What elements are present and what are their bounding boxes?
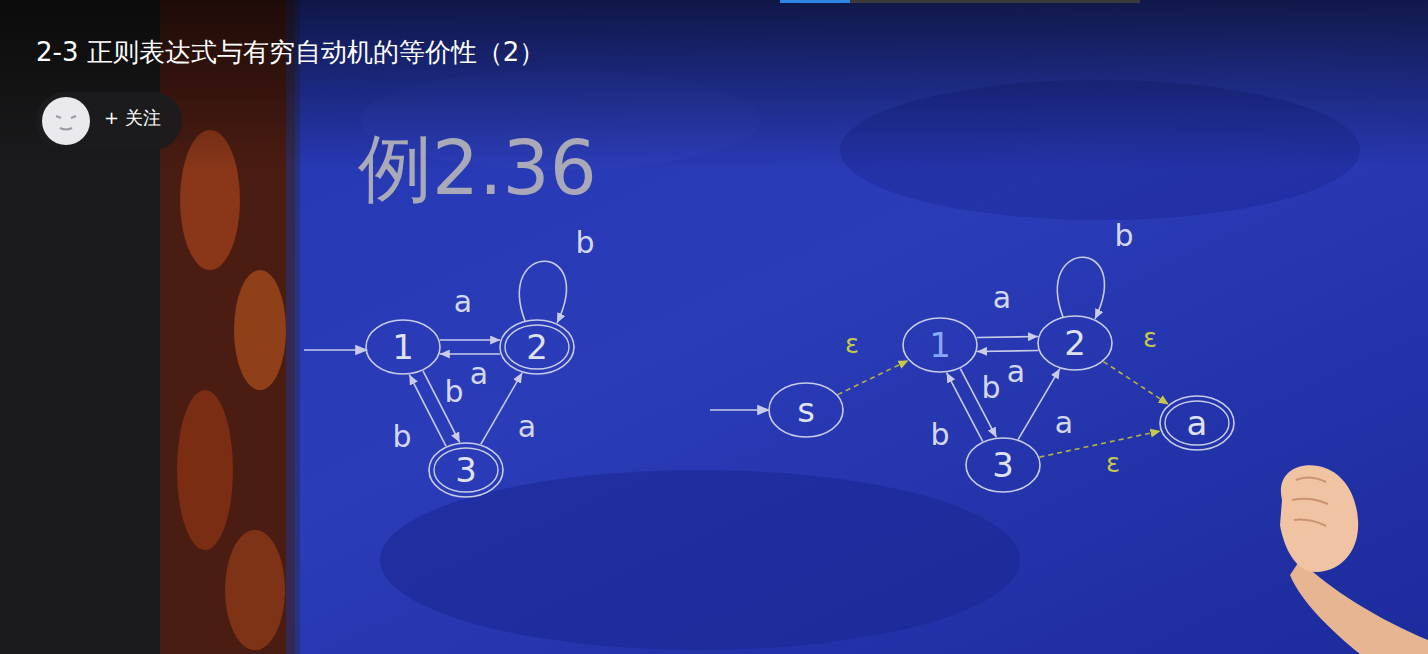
transition-label: a <box>518 412 536 442</box>
transition-label: a <box>1055 408 1073 438</box>
avatar-face <box>56 116 76 130</box>
example-heading: 例2.36 <box>358 128 597 209</box>
transition-arrow <box>519 261 566 323</box>
state-circle: 2 <box>499 319 575 375</box>
arm <box>1290 560 1428 654</box>
fist <box>1280 465 1358 572</box>
transition-label: a <box>454 287 472 317</box>
transition-arrow <box>977 337 1038 338</box>
state-ring <box>1038 316 1112 370</box>
transition-label: b <box>575 228 594 258</box>
state-circle: s <box>768 382 844 438</box>
state-name: 2 <box>1037 326 1113 360</box>
transition-label: b <box>930 420 949 450</box>
transition-label: a <box>1007 357 1025 387</box>
transition-label: b <box>444 377 463 407</box>
state-ring <box>366 320 440 374</box>
title-shade <box>0 0 1428 170</box>
state-name: s <box>768 393 844 427</box>
start-arrow <box>304 349 358 351</box>
video-title: 2-3 正则表达式与有穷自动机的等价性（2） <box>36 38 545 67</box>
state-ring <box>966 438 1040 492</box>
transition-label: ε <box>1106 450 1120 476</box>
transition-arrow <box>947 373 983 442</box>
state-name: 3 <box>428 453 504 487</box>
curtain-pattern <box>234 270 286 390</box>
state-name: 1 <box>365 330 441 364</box>
state-circle: 2 <box>1037 315 1113 371</box>
transition-arrow <box>1057 257 1104 319</box>
transition-label: a <box>993 283 1011 313</box>
state-ring <box>429 443 503 497</box>
board-shade <box>380 470 1020 650</box>
state-ring <box>903 318 977 372</box>
progress-rest <box>850 0 1140 3</box>
fingers <box>1292 477 1328 526</box>
transition-arrow <box>440 353 500 355</box>
state-circle: 3 <box>965 437 1041 493</box>
transition-label: ε <box>1143 325 1157 351</box>
state-ring <box>769 383 843 437</box>
progress-played <box>780 0 850 3</box>
curtain-pattern <box>177 390 233 550</box>
state-circle: 1 <box>902 317 978 373</box>
transition-label: a <box>470 359 488 389</box>
state-circle: 1 <box>365 319 441 375</box>
transition-label: b <box>392 422 411 452</box>
transition-arrow <box>977 351 1038 352</box>
state-name: 1 <box>902 328 978 362</box>
transition-label: ε <box>845 331 859 357</box>
state-name: 2 <box>499 330 575 364</box>
transition-label: b <box>981 373 1000 403</box>
state-ring <box>500 320 574 374</box>
transition-arrow <box>409 375 446 447</box>
avatar <box>42 97 90 145</box>
follow-pill <box>36 92 182 150</box>
arrow-head <box>758 406 768 414</box>
epsilon-transition <box>1103 362 1168 405</box>
arrow-head <box>356 346 366 354</box>
start-arrow <box>710 409 760 411</box>
curtain-pattern <box>225 530 285 650</box>
state-name: 3 <box>965 448 1041 482</box>
state-circle: a <box>1159 395 1235 451</box>
epsilon-transition <box>838 360 909 394</box>
transition-label: b <box>1114 221 1133 251</box>
transition-arrow <box>440 339 500 341</box>
state-circle: 3 <box>428 442 504 498</box>
follow-button: + 关注 <box>104 108 161 128</box>
state-name: a <box>1159 406 1235 440</box>
lecturer-hand <box>1280 465 1428 654</box>
state-ring <box>1160 396 1234 450</box>
